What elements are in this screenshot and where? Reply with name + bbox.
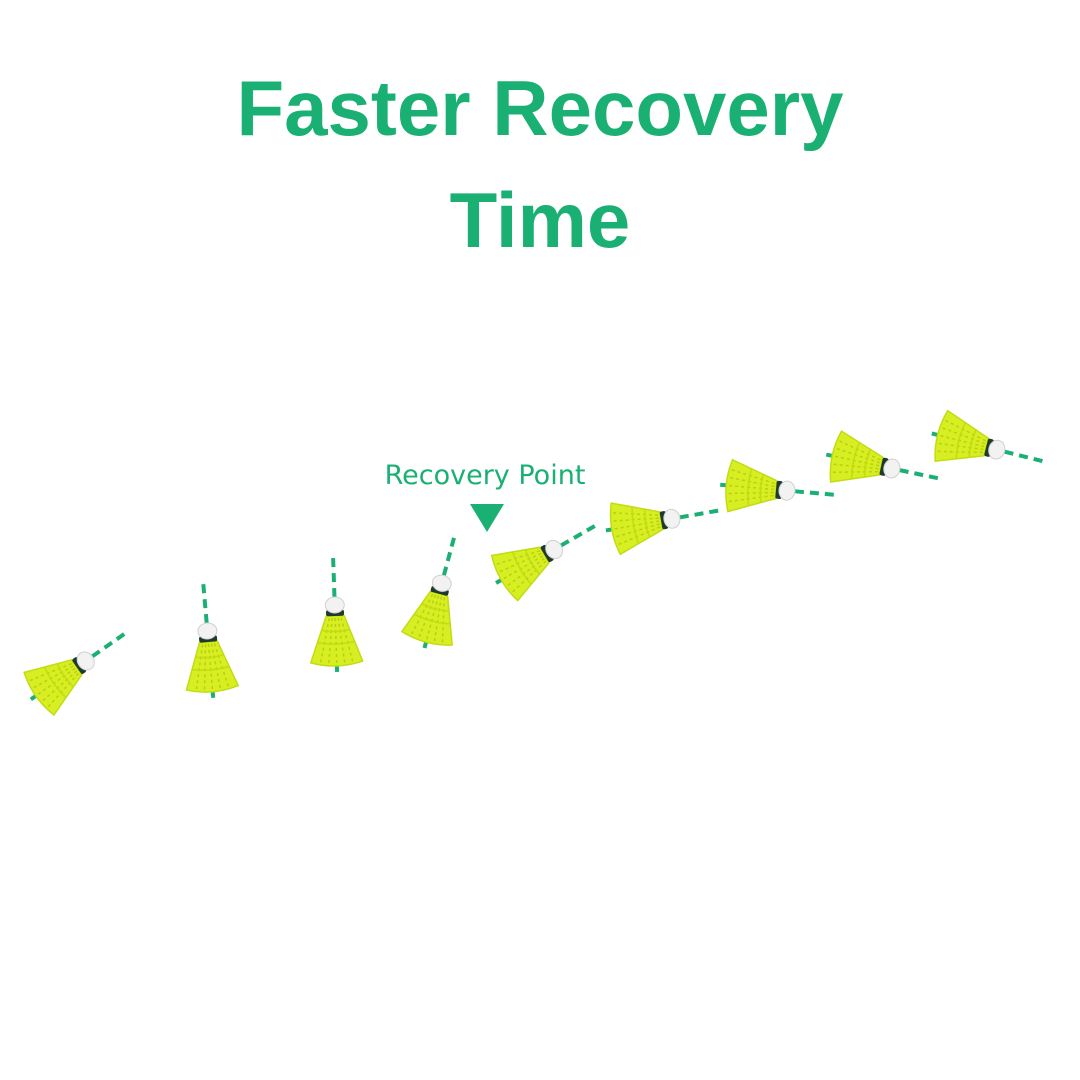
shuttlecock <box>925 408 1052 487</box>
shuttlecock-icon <box>931 410 1011 477</box>
shuttlecock-icon <box>607 492 684 555</box>
shuttlecock <box>307 553 363 673</box>
down-triangle-icon <box>470 504 504 532</box>
shuttlecock <box>821 429 947 504</box>
shuttlecock-icon <box>724 459 797 517</box>
shuttlecock-icon <box>181 621 239 694</box>
shuttlecock-icon <box>401 569 469 649</box>
shuttlecock <box>718 459 840 521</box>
shuttlecock <box>399 527 480 654</box>
shuttlecock-icon <box>308 596 362 667</box>
shuttlecock <box>16 610 142 720</box>
shuttlecock <box>601 484 726 556</box>
shuttlecock-icon <box>488 523 574 603</box>
shuttlecock <box>177 578 239 700</box>
shuttlecock <box>483 501 611 605</box>
shuttlecock-icon <box>21 635 107 717</box>
shuttlecock-icon <box>827 430 905 495</box>
